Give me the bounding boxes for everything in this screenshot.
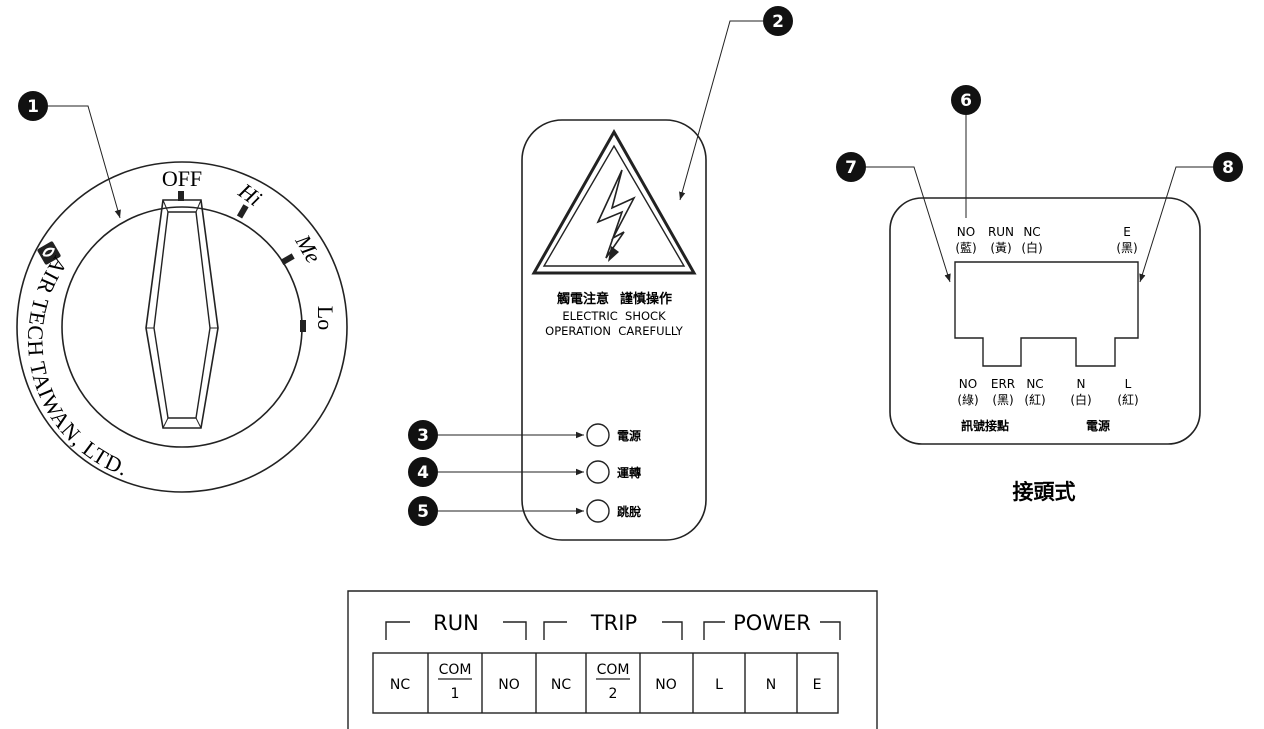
terminal-no-2: NO [655, 677, 677, 693]
indicator-trip-label: 跳脫 [617, 504, 642, 519]
callout-8: 8 [1213, 152, 1243, 182]
tick-off [178, 191, 184, 201]
terminal-com-1-index: 1 [451, 686, 460, 702]
pin-bottom-l-color: (紅) [1117, 393, 1138, 407]
pin-bottom-err-color: (黑) [992, 393, 1013, 407]
brand-text: AIR TECH TAIWAN, LTD. [23, 252, 132, 481]
pin-bottom-l: L [1125, 377, 1132, 391]
selector-dial: OFF Hi Me Lo AIR TECH TAIWAN, LTD. [16, 161, 348, 493]
terminal-block: RUN TRIP POWER NC COM 1 NO NC COM 2 NO L… [347, 590, 878, 729]
brand-logo-icon [37, 241, 61, 265]
warning-title-en-2: OPERATION CAREFULLY [545, 324, 684, 338]
terminal-e: E [813, 677, 822, 693]
callout-7: 7 [836, 152, 866, 182]
connector-caption: 接頭式 [1013, 480, 1076, 504]
group-power-terminal-label: POWER [733, 611, 811, 635]
svg-text:4: 4 [417, 463, 429, 483]
group-run-label: RUN [433, 611, 479, 635]
dial-label-lo: Lo [313, 306, 338, 330]
terminal-com-2-index: 2 [609, 686, 618, 702]
callout-1: 1 [18, 91, 48, 121]
svg-text:3: 3 [417, 426, 429, 446]
svg-text:8: 8 [1222, 158, 1234, 178]
terminal-nc-1: NC [390, 677, 410, 693]
pin-top-run: RUN [988, 225, 1014, 239]
warning-title-cn-left: 觸電注意 [557, 291, 609, 307]
run-lamp-icon [586, 460, 610, 484]
group-trip-label: TRIP [590, 611, 637, 635]
indicator-run-label: 運轉 [617, 465, 641, 480]
callout-2: 2 [763, 6, 793, 36]
indicator-power-label: 電源 [617, 428, 641, 443]
pin-top-e-color: (黑) [1116, 241, 1137, 255]
group-power-label: 電源 [1086, 418, 1110, 433]
tick-me [280, 253, 295, 266]
connector-diagram: NO (藍) RUN (黃) NC (白) E (黑) NO (綠) ERR (… [889, 197, 1201, 504]
callout-4: 4 [408, 457, 438, 487]
warning-title-en-1: ELECTRIC SHOCK [562, 309, 666, 323]
pin-top-nc: NC [1023, 225, 1040, 239]
terminal-nc-2: NC [551, 677, 571, 693]
dial-knob[interactable] [145, 199, 219, 429]
connector-body [954, 261, 1139, 367]
pin-top-e: E [1123, 225, 1131, 239]
terminal-no-1: NO [498, 677, 520, 693]
dial-label-me: Me [290, 229, 326, 267]
indicator-power: 電源 [586, 423, 641, 447]
svg-text:1: 1 [27, 97, 39, 117]
pin-bottom-nc: NC [1026, 377, 1043, 391]
pin-bottom-n-color: (白) [1070, 392, 1091, 407]
pin-top-no: NO [957, 225, 975, 239]
callout-3: 3 [408, 420, 438, 450]
group-signal-label: 訊號接點 [961, 418, 1009, 433]
warning-panel: 觸電注意 謹慎操作 ELECTRIC SHOCK OPERATION CAREF… [521, 119, 707, 541]
pin-top-run-color: (黃) [990, 241, 1011, 255]
pin-bottom-err: ERR [991, 377, 1015, 391]
pin-bottom-no: NO [959, 377, 977, 391]
svg-text:7: 7 [845, 158, 857, 178]
pin-bottom-nc-color: (紅) [1024, 393, 1045, 407]
tick-lo [300, 320, 306, 332]
warning-title-cn-right: 謹慎操作 [620, 291, 672, 307]
dial-label-off: OFF [162, 166, 202, 191]
high-voltage-warning-icon [531, 128, 697, 275]
terminal-l: L [715, 677, 723, 693]
callout-6: 6 [951, 85, 981, 115]
tick-hi [236, 204, 249, 219]
pin-bottom-n: N [1077, 377, 1086, 391]
pin-top-nc-color: (白) [1021, 240, 1042, 255]
svg-text:2: 2 [772, 12, 784, 32]
terminal-com-1: COM [439, 662, 472, 678]
svg-text:6: 6 [960, 91, 972, 111]
indicator-trip: 跳脫 [586, 499, 642, 523]
indicator-run: 運轉 [586, 460, 641, 484]
callout-5: 5 [408, 496, 438, 526]
trip-lamp-icon [586, 499, 610, 523]
svg-text:5: 5 [417, 502, 429, 522]
terminal-n: N [766, 677, 776, 693]
power-lamp-icon [586, 423, 610, 447]
pin-bottom-no-color: (綠) [957, 393, 978, 407]
terminal-com-2: COM [597, 662, 630, 678]
pin-top-no-color: (藍) [955, 241, 976, 255]
